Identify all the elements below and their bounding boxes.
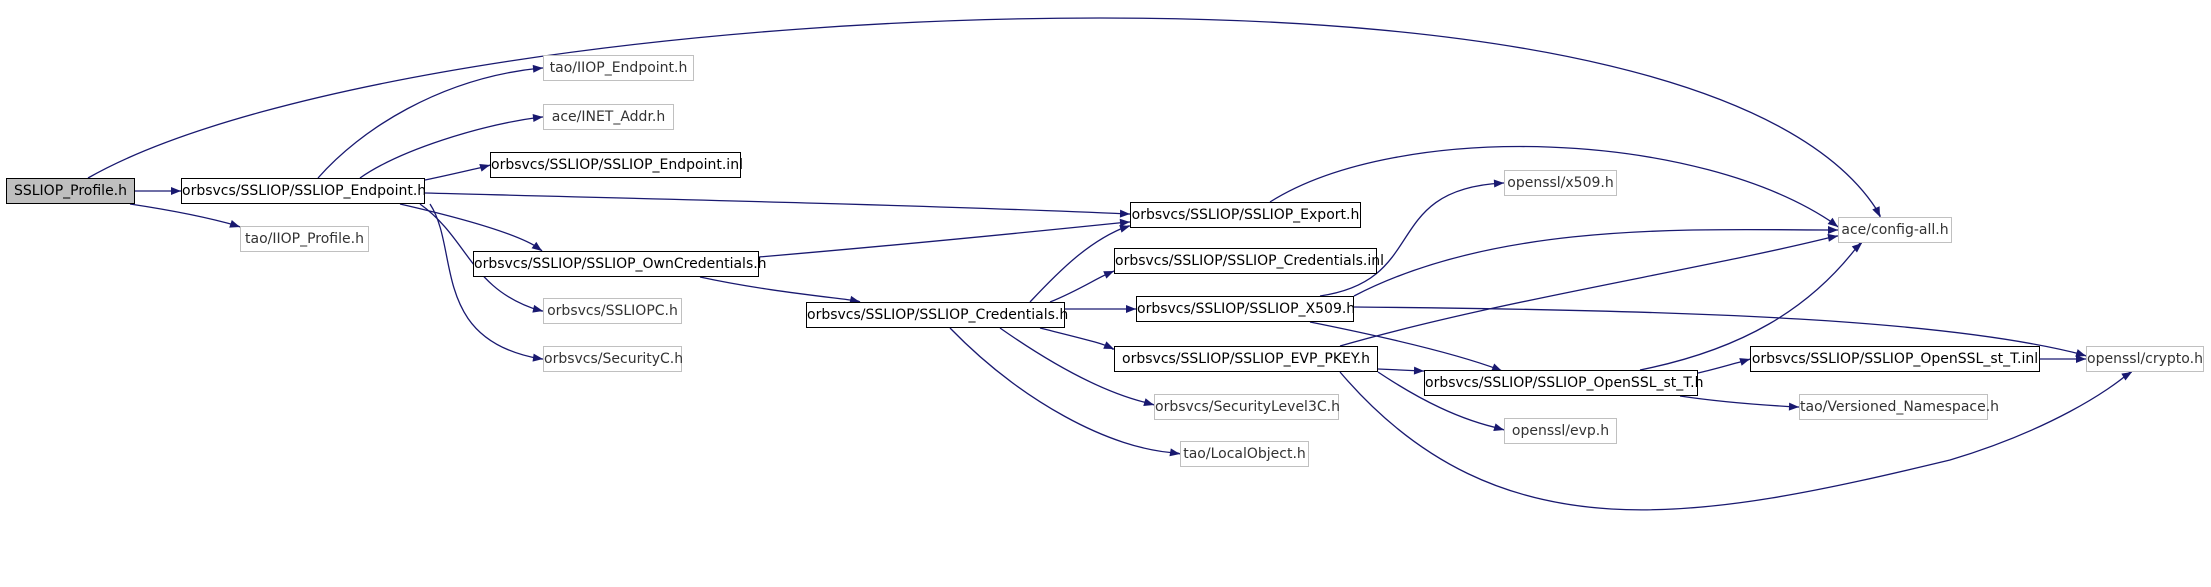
edge-credentials-to-securitylevel3c	[999, 327, 1153, 405]
edge-x509-to-openssl-x509	[1319, 182, 1503, 297]
node-ssliop-credentials-h[interactable]: orbsvcs/SSLIOP/SSLIOP_Credentials.h	[806, 302, 1068, 328]
edge-credentials-to-evp-pkey	[1039, 327, 1113, 350]
node-ssliop-export-h[interactable]: orbsvcs/SSLIOP/SSLIOP_Export.h	[1130, 202, 1361, 228]
node-ssliopc-h[interactable]: orbsvcs/SSLIOPC.h	[543, 298, 682, 324]
edge-endpoint-to-endpoint-inl	[424, 165, 489, 181]
edge-endpoint-to-ssliopc-arrowhead	[532, 304, 543, 313]
node-inet-addr-h[interactable]: ace/INET_Addr.h	[543, 104, 674, 130]
edge-evp-pkey-to-config-all	[1339, 235, 1837, 347]
edge-owncredentials-to-export-arrowhead	[1119, 218, 1130, 227]
node-openssl-evp-h[interactable]: openssl/evp.h	[1504, 418, 1617, 444]
edge-endpoint-to-iiop-endpoint-arrowhead	[532, 64, 543, 73]
edge-openssl-st-t-to-config-all-arrowhead	[1851, 243, 1862, 253]
node-openssl-x509-h[interactable]: openssl/x509.h	[1504, 170, 1617, 196]
edge-credentials-to-export	[1029, 225, 1129, 303]
node-ssliop-endpoint-h[interactable]: orbsvcs/SSLIOP/SSLIOP_Endpoint.h	[181, 178, 426, 204]
edge-endpoint-to-inet-addr	[359, 116, 542, 179]
edge-export-to-config-all	[1269, 145, 1837, 226]
edge-evp-pkey-to-openssl-crypto	[1339, 371, 2131, 511]
edge-root-to-endpoint-arrowhead	[171, 187, 181, 195]
node-ssliop-endpoint-inl[interactable]: orbsvcs/SSLIOP/SSLIOP_Endpoint.inl	[490, 152, 743, 178]
node-securitylevel3c-h[interactable]: orbsvcs/SecurityLevel3C.h	[1154, 394, 1340, 420]
edge-endpoint-to-owncredentials-arrowhead	[531, 241, 542, 251]
edge-endpoint-to-ssliopc	[419, 203, 542, 312]
edge-credentials-to-localobject-arrowhead	[1169, 448, 1180, 457]
edge-x509-to-config-all-arrowhead	[1827, 225, 1838, 234]
node-localobject-h[interactable]: tao/LocalObject.h	[1180, 441, 1309, 467]
node-openssl-crypto-h[interactable]: openssl/crypto.h	[2086, 346, 2204, 372]
edge-x509-to-openssl-x509-arrowhead	[1493, 179, 1504, 188]
edge-st-t-inl-to-openssl-crypto-arrowhead	[2076, 355, 2086, 363]
edge-x509-to-openssl-st-t-arrowhead	[1491, 363, 1502, 371]
edge-owncredentials-to-export	[758, 221, 1129, 258]
node-ssliop-openssl-st-t-h[interactable]: orbsvcs/SSLIOP/SSLIOP_OpenSSL_st_T.h	[1424, 370, 1704, 396]
node-iiop-endpoint-h[interactable]: tao/IIOP_Endpoint.h	[543, 55, 694, 81]
node-ssliop-openssl-st-t-inl[interactable]: orbsvcs/SSLIOP/SSLIOP_OpenSSL_st_T.inl	[1750, 346, 2040, 372]
edge-export-to-config-all-arrowhead	[1827, 217, 1838, 227]
node-versioned-namespace-h[interactable]: tao/Versioned_Namespace.h	[1799, 394, 1999, 420]
node-ssliop-evp-pkey-h[interactable]: orbsvcs/SSLIOP/SSLIOP_EVP_PKEY.h	[1114, 346, 1378, 372]
edge-credentials-to-securitylevel3c-arrowhead	[1143, 398, 1154, 406]
edge-credentials-to-credentials-inl	[1049, 271, 1113, 303]
edge-endpoint-to-export-arrowhead	[1119, 209, 1130, 218]
edge-endpoint-to-inet-addr-arrowhead	[532, 114, 543, 123]
node-securityc-h[interactable]: orbsvcs/SecurityC.h	[543, 346, 683, 372]
edge-openssl-st-t-to-versioned-namespace-arrowhead	[1788, 402, 1799, 411]
node-ssliop-owncredentials-h[interactable]: orbsvcs/SSLIOP/SSLIOP_OwnCredentials.h	[473, 251, 767, 277]
edge-credentials-to-evp-pkey-arrowhead	[1103, 341, 1114, 349]
edge-root-to-iiop-profile	[129, 203, 239, 227]
edge-openssl-st-t-to-config-all	[1639, 242, 1861, 371]
edge-credentials-to-x509-arrowhead	[1126, 305, 1136, 313]
edge-evp-pkey-to-openssl-evp-arrowhead	[1493, 423, 1504, 431]
edge-owncredentials-to-credentials-arrowhead	[849, 295, 860, 304]
node-iiop-profile-h[interactable]: tao/IIOP_Profile.h	[240, 226, 369, 252]
edge-endpoint-to-iiop-endpoint	[317, 67, 542, 179]
edge-x509-to-config-all	[1353, 228, 1837, 297]
dependency-edges	[87, 17, 2132, 511]
edge-endpoint-to-securityc	[429, 203, 542, 360]
edge-evp-pkey-to-openssl-evp	[1377, 371, 1503, 430]
node-config-all-h[interactable]: ace/config-all.h	[1838, 217, 1952, 243]
edge-root-to-config-all	[87, 17, 1881, 216]
edge-evp-pkey-to-openssl-st-t-arrowhead	[1413, 366, 1424, 375]
edge-x509-to-openssl-crypto-arrowhead	[2075, 349, 2086, 357]
edge-evp-pkey-to-openssl-crypto-arrowhead	[2121, 372, 2132, 381]
edge-credentials-to-export-arrowhead	[1119, 224, 1130, 233]
edge-endpoint-to-securityc-arrowhead	[532, 353, 543, 362]
edge-root-to-iiop-profile-arrowhead	[229, 220, 240, 228]
node-ssliop-profile-h: SSLIOP_Profile.h	[6, 178, 135, 204]
edge-endpoint-to-export	[424, 192, 1129, 215]
edge-x509-to-openssl-crypto	[1353, 306, 2085, 356]
node-ssliop-x509-h[interactable]: orbsvcs/SSLIOP/SSLIOP_X509.h	[1136, 296, 1355, 322]
edge-openssl-st-t-to-versioned-namespace	[1679, 395, 1798, 408]
edge-credentials-to-localobject	[949, 327, 1179, 454]
edge-openssl-st-t-to-st-t-inl-arrowhead	[1739, 358, 1750, 366]
edge-credentials-to-credentials-inl-arrowhead	[1103, 271, 1114, 279]
edge-root-to-config-all-arrowhead	[1872, 206, 1880, 217]
edge-endpoint-to-endpoint-inl-arrowhead	[479, 163, 490, 172]
edge-evp-pkey-to-config-all-arrowhead	[1827, 233, 1838, 242]
node-ssliop-credentials-inl[interactable]: orbsvcs/SSLIOP/SSLIOP_Credentials.inl	[1114, 248, 1384, 274]
edge-x509-to-openssl-st-t	[1309, 321, 1501, 371]
edge-owncredentials-to-credentials	[699, 276, 859, 302]
edge-endpoint-to-owncredentials	[399, 203, 541, 250]
